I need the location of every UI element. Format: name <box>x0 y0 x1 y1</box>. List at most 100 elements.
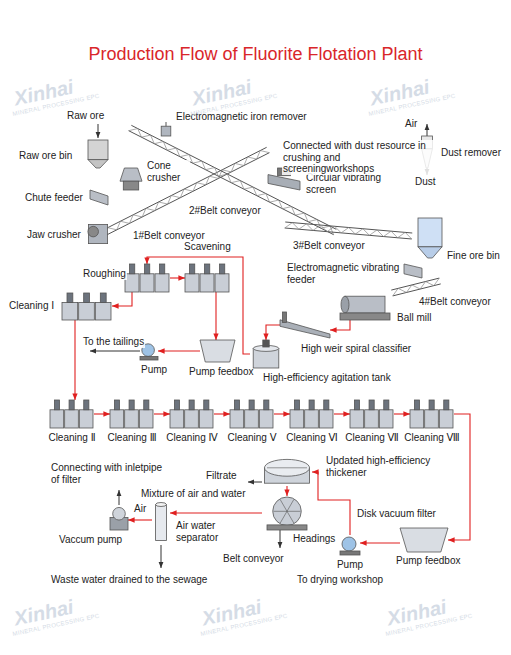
drawing-shape <box>156 503 167 507</box>
equipment-icon <box>62 293 112 320</box>
equipment-label: Cleaning Ⅵ <box>285 432 338 444</box>
equipment-icon <box>404 264 422 278</box>
flow-note: To the tailings <box>82 336 145 348</box>
flow-connector <box>154 413 170 414</box>
equipment-label: Pump feedbox <box>188 366 255 378</box>
flow-connector <box>170 277 185 278</box>
equipment-label: Raw ore bin <box>18 150 73 162</box>
drawing-shape <box>185 274 199 292</box>
flow-note: 2#Belt conveyor <box>188 205 262 217</box>
equipment-label: Cleaning Ⅷ <box>403 432 460 444</box>
equipment-icon <box>340 292 390 320</box>
material-arrow <box>119 490 120 505</box>
flow-connector <box>266 325 280 340</box>
equipment-label: Cleaning Ⅶ <box>344 432 399 444</box>
drawing-shape <box>287 511 294 523</box>
drawing-shape <box>245 410 259 428</box>
drawing-shape <box>234 400 239 410</box>
equipment-icon <box>125 264 170 292</box>
drawing-shape <box>200 274 214 292</box>
flow-connector <box>394 413 410 414</box>
drawing-shape <box>369 400 374 410</box>
drawing-shape <box>340 313 390 320</box>
equipment-label: Disk vacuum filter <box>356 508 437 520</box>
equipment-icon <box>110 400 154 428</box>
flow-note: Air <box>133 503 147 515</box>
drawing-shape <box>444 400 449 410</box>
flow-note: Air <box>404 118 418 130</box>
equipment-node: Air water separator <box>152 500 170 545</box>
equipment-node: Pump feedbox <box>400 528 448 552</box>
flow-connector <box>128 519 152 520</box>
drawing-shape <box>230 410 244 428</box>
drawing-shape <box>79 302 95 320</box>
equipment-node: Roughing <box>125 264 170 292</box>
equipment-icon <box>350 400 394 428</box>
drawing-shape <box>140 274 154 292</box>
equipment-icon <box>410 400 454 428</box>
flow-connector <box>170 512 262 513</box>
drawing-shape <box>190 264 195 274</box>
drawing-shape <box>185 410 199 428</box>
drawing-shape <box>155 274 169 292</box>
equipment-icon <box>160 122 172 136</box>
equipment-node: Cleaning Ⅶ <box>350 400 394 428</box>
drawing-shape <box>319 410 333 428</box>
equipment-label: Ball mill <box>396 312 432 324</box>
drawing-shape <box>199 410 213 428</box>
equipment-icon <box>152 500 170 545</box>
drawing-shape <box>95 302 111 320</box>
drawing-shape <box>342 537 356 551</box>
equipment-node: High-efficiency agitation tank <box>250 340 282 368</box>
drawing-shape <box>120 168 142 181</box>
equipment-node: Cone crusher <box>120 168 142 190</box>
drawing-shape <box>280 500 287 512</box>
equipment-label: Roughing <box>82 268 127 280</box>
equipment-node: Scavening <box>185 264 230 292</box>
drawing-shape <box>129 400 134 410</box>
drawing-shape <box>365 410 379 428</box>
flow-connector <box>330 320 350 330</box>
equipment-node: Cleaning Ⅴ <box>230 400 274 428</box>
equipment-node: Disk vacuum filter <box>262 496 312 530</box>
equipment-label: Cleaning Ⅰ <box>8 300 55 312</box>
equipment-label: Jaw crusher <box>26 229 82 241</box>
drawing-shape <box>264 400 269 410</box>
equipment-node: Electromagnetic vibrating feeder <box>404 264 422 278</box>
equipment-icon <box>170 400 214 428</box>
drawing-shape <box>204 400 209 410</box>
equipment-icon <box>200 340 235 362</box>
drawing-shape <box>404 264 422 278</box>
drawing-shape <box>144 400 149 410</box>
equipment-node: Cleaning Ⅷ <box>410 400 454 428</box>
drawing-shape <box>259 410 273 428</box>
flow-note: Belt conveyor <box>222 553 285 565</box>
drawing-shape <box>140 356 158 360</box>
equipment-icon <box>185 264 230 292</box>
drawing-shape <box>265 459 310 476</box>
drawing-shape <box>340 551 360 555</box>
equipment-label: High-efficiency agitation tank <box>262 372 392 384</box>
flow-connector <box>360 542 400 543</box>
equipment-label: Scavening <box>183 241 232 253</box>
drawing-shape <box>90 190 108 205</box>
equipment-icon <box>280 312 330 338</box>
equipment-node: Cleaning Ⅵ <box>290 400 334 428</box>
drawing-shape <box>189 400 194 410</box>
drawing-shape <box>160 264 165 274</box>
equipment-label: Cleaning Ⅳ <box>165 432 218 444</box>
equipment-label: Pump feedbox <box>395 555 462 567</box>
equipment-node: Pump <box>340 535 360 555</box>
drawing-shape <box>273 511 287 512</box>
drawing-shape <box>110 410 124 428</box>
drawing-shape <box>69 400 74 410</box>
equipment-icon <box>290 400 334 428</box>
equipment-label: Chute feeder <box>24 192 84 204</box>
equipment-label: Electromagnetic vibrating feeder <box>286 262 403 285</box>
material-arrow <box>98 124 99 138</box>
drawing-shape <box>88 226 99 237</box>
drawing-shape <box>84 400 89 410</box>
drawing-shape <box>130 264 135 274</box>
equipment-label: Dust remover <box>440 147 502 159</box>
equipment-label: Updated high-efficiency thickener <box>325 455 439 478</box>
